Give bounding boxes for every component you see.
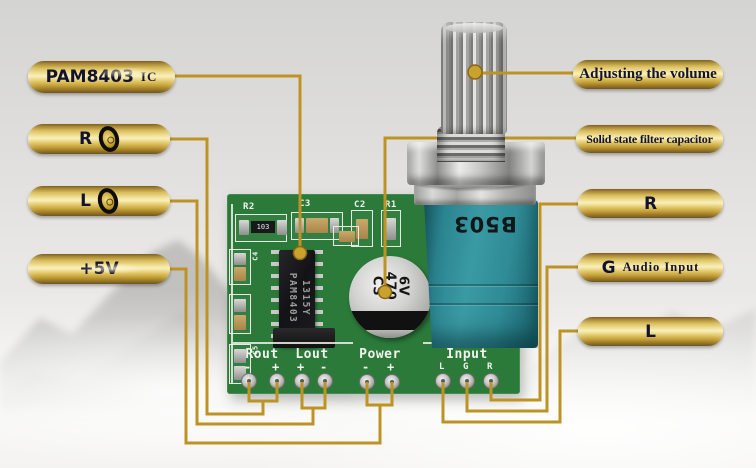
label-input-r: R <box>578 189 723 218</box>
component-outline <box>229 294 251 334</box>
wire-r-left <box>168 137 265 416</box>
pin-letter: L <box>439 362 445 372</box>
label-input-l: L <box>578 317 723 346</box>
capacitor-polarity-stripe <box>349 311 431 330</box>
solder-blob <box>234 299 246 312</box>
label-text: L <box>645 321 656 342</box>
resistor-103: 103 <box>251 221 275 233</box>
pin-sign: + <box>272 360 280 374</box>
rout-label: Rout <box>245 347 279 362</box>
wire-r-right <box>489 202 578 402</box>
label-suffix: Audio Input <box>622 260 700 274</box>
shaft-callout-dot <box>467 64 483 80</box>
label-left-speaker: L <box>28 185 170 217</box>
smd-capacitor <box>234 267 246 281</box>
ref-r2: R2 <box>243 202 255 212</box>
smd-capacitor <box>356 219 368 239</box>
power-label: Power <box>359 347 401 362</box>
solder-blob <box>234 253 246 265</box>
label-text: R <box>643 193 658 214</box>
pin-sign: - <box>362 360 370 374</box>
pot-seam <box>424 303 538 306</box>
potentiometer-body: B503 <box>424 200 538 348</box>
pin-sign: - <box>320 360 328 374</box>
label-5v-power: +5V <box>28 254 170 284</box>
capacitor-c4-outline <box>229 249 251 285</box>
lout-label: Lout <box>295 347 329 362</box>
wire-lout-bus <box>300 382 327 410</box>
input-label: Input <box>446 347 488 362</box>
ic-callout-dot <box>292 245 308 261</box>
label-text: +5V <box>79 259 119 279</box>
speaker-icon <box>95 185 121 217</box>
label-text: Solid state filter capacitor <box>586 131 713 146</box>
wire-l-right <box>441 329 578 424</box>
label-adjust-volume: Adjusting the volume <box>573 60 723 89</box>
wire-capacitor <box>383 136 578 293</box>
smd-capacitor <box>306 218 328 233</box>
ref-c3: C3 <box>299 199 311 209</box>
label-pam8403-ic: PAM8403 IC <box>28 61 175 93</box>
label-filter-capacitor: Solid state filter capacitor <box>576 125 723 153</box>
wire-g-right <box>465 265 578 413</box>
speaker-icon <box>96 123 122 155</box>
ic-pins-right <box>314 250 323 346</box>
silkscreen-edge-line <box>231 204 233 384</box>
pin-sign: + <box>297 360 305 374</box>
capacitor-c2-outline <box>351 210 373 247</box>
label-text: G <box>601 257 616 278</box>
smd-capacitor <box>339 231 355 242</box>
ref-r1: R1 <box>385 200 397 210</box>
solder-blob <box>239 220 249 235</box>
solder-pad-rout-minus <box>241 373 257 389</box>
smd-component <box>386 218 396 240</box>
pin-letter: G <box>463 362 469 372</box>
label-text: R <box>78 129 93 149</box>
pin-sign: + <box>387 360 395 374</box>
wire-rout-bus <box>247 382 279 403</box>
label-suffix: IC <box>140 69 158 84</box>
pin-letter: R <box>487 362 493 372</box>
wire-5v <box>168 267 382 445</box>
component-outline <box>333 226 359 246</box>
wire-power-bus <box>365 382 394 407</box>
silkscreen-line <box>233 342 353 344</box>
solder-blob <box>277 220 287 235</box>
solder-blob <box>234 349 246 363</box>
label-text: Adjusting the volume <box>579 66 717 82</box>
wire-l-left <box>168 199 315 426</box>
ic-pins-left <box>271 250 280 346</box>
label-right-speaker: R <box>28 123 170 155</box>
label-text: PAM8403 <box>45 67 134 87</box>
resistor-r2-outline: 103 <box>235 214 287 242</box>
solder-pad-input-r <box>483 373 499 389</box>
smd-capacitor <box>234 315 246 330</box>
capacitor-rim <box>349 330 431 338</box>
solder-pad-lout-plus <box>294 373 310 389</box>
label-text: L <box>80 191 91 211</box>
pot-seam <box>424 284 538 287</box>
pin-sign: - <box>244 360 252 374</box>
solder-blob <box>330 218 339 233</box>
wire-pam8403 <box>172 74 302 250</box>
capacitor-callout-dot <box>377 284 393 300</box>
ref-c2: C2 <box>354 200 366 210</box>
label-input-g-audio: G Audio Input <box>578 253 723 282</box>
